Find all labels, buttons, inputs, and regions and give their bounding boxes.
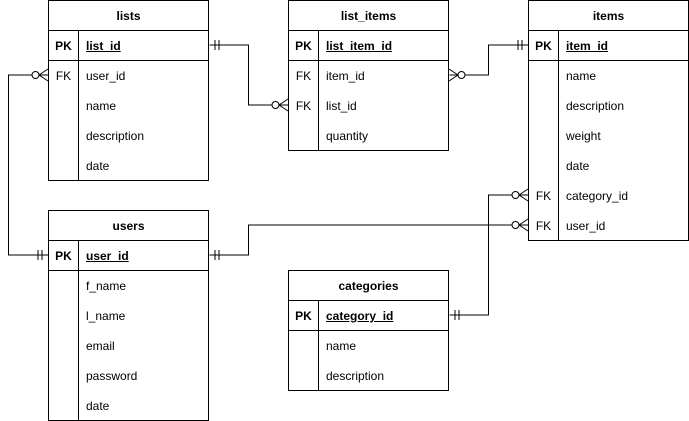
relationship-lists-list-items[interactable]: [209, 40, 289, 112]
entity-row[interactable]: PK user_id: [49, 241, 208, 271]
key-label: PK: [55, 39, 72, 53]
entity-title: items: [529, 1, 688, 31]
field-name: list_item_id: [326, 39, 393, 53]
entity-users[interactable]: users PK user_id f_name l_name email pass…: [48, 210, 209, 421]
key-label: [49, 91, 78, 121]
key-label: [49, 271, 78, 301]
key-label: [289, 121, 318, 151]
key-label: [289, 361, 318, 391]
entity-categories[interactable]: categories PK category_id name descriptio…: [288, 270, 449, 391]
entity-row[interactable]: name: [529, 61, 688, 91]
key-label: FK: [295, 99, 312, 113]
key-label: PK: [535, 39, 552, 53]
key-label: [289, 331, 318, 361]
field-name: category_id: [326, 309, 394, 323]
entity-row[interactable]: FK user_id: [49, 61, 208, 91]
entity-row[interactable]: date: [49, 151, 208, 181]
key-label: [529, 61, 558, 91]
key-label: [49, 151, 78, 181]
entity-row[interactable]: date: [529, 151, 688, 181]
relationship-categories-items[interactable]: [449, 188, 529, 320]
field-name: user_id: [566, 219, 606, 233]
field-name: f_name: [86, 279, 127, 293]
field-name: category_id: [566, 189, 629, 203]
key-column-divider: [78, 241, 79, 420]
entity-row[interactable]: f_name: [49, 271, 208, 301]
field-name: password: [86, 369, 138, 383]
field-name: name: [86, 99, 117, 113]
key-label: FK: [535, 219, 552, 233]
field-name: quantity: [326, 129, 369, 143]
entity-lists[interactable]: lists PK list_id FK user_id name descripti…: [48, 0, 209, 181]
key-column-divider: [558, 31, 559, 240]
entity-row[interactable]: l_name: [49, 301, 208, 331]
field-name: email: [86, 339, 115, 353]
field-name: item_id: [566, 39, 609, 53]
entity-row[interactable]: PK list_item_id: [289, 31, 448, 61]
key-label: [529, 121, 558, 151]
entity-title: categories: [289, 271, 448, 301]
entity-row[interactable]: FK list_id: [289, 91, 448, 121]
entity-row[interactable]: name: [289, 331, 448, 361]
field-name: item_id: [326, 69, 365, 83]
key-label: PK: [55, 249, 72, 263]
key-column-divider: [78, 31, 79, 180]
field-name: description: [86, 129, 145, 143]
entity-title: list_items: [289, 1, 448, 31]
field-name: user_id: [86, 249, 129, 263]
entity-row[interactable]: quantity: [289, 121, 448, 151]
key-label: [49, 301, 78, 331]
key-column-divider: [318, 31, 319, 150]
field-name: l_name: [86, 309, 126, 323]
relationship-users-items[interactable]: [209, 218, 529, 260]
key-label: FK: [295, 69, 312, 83]
entity-row[interactable]: name: [49, 91, 208, 121]
key-label: PK: [295, 309, 312, 323]
key-label: PK: [295, 39, 312, 53]
field-name: user_id: [86, 69, 126, 83]
entity-title: users: [49, 211, 208, 241]
entity-row[interactable]: FK user_id: [529, 211, 688, 241]
entity-row[interactable]: FK item_id: [289, 61, 448, 91]
entity-row[interactable]: weight: [529, 121, 688, 151]
key-label: [49, 121, 78, 151]
key-label: [529, 151, 558, 181]
field-name: name: [326, 339, 357, 353]
entity-row[interactable]: description: [289, 361, 448, 391]
entity-list-items[interactable]: list_items PK list_item_id FK item_id FK li…: [288, 0, 449, 151]
field-name: name: [566, 69, 597, 83]
relationship-users-lists[interactable]: [8, 68, 49, 260]
field-name: description: [326, 369, 385, 383]
key-label: FK: [55, 69, 72, 83]
relationship-list-items-items[interactable]: [448, 40, 528, 82]
field-name: date: [86, 399, 110, 413]
field-name: date: [86, 159, 110, 173]
key-label: [529, 91, 558, 121]
key-label: FK: [535, 189, 552, 203]
entity-row[interactable]: email: [49, 331, 208, 361]
entity-row[interactable]: description: [49, 121, 208, 151]
key-label: [49, 331, 78, 361]
field-name: list_id: [326, 99, 357, 113]
entity-row[interactable]: password: [49, 361, 208, 391]
field-name: date: [566, 159, 590, 173]
field-name: description: [566, 99, 625, 113]
entity-row[interactable]: date: [49, 391, 208, 421]
entity-title: lists: [49, 1, 208, 31]
key-label: [49, 391, 78, 421]
field-name: weight: [566, 129, 601, 143]
entity-row[interactable]: FK category_id: [529, 181, 688, 211]
key-column-divider: [318, 301, 319, 390]
entity-row[interactable]: PK list_id: [49, 31, 208, 61]
entity-row[interactable]: description: [529, 91, 688, 121]
entity-row[interactable]: PK category_id: [289, 301, 448, 331]
key-label: [49, 361, 78, 391]
entity-row[interactable]: PK item_id: [529, 31, 688, 61]
field-name: list_id: [86, 39, 121, 53]
